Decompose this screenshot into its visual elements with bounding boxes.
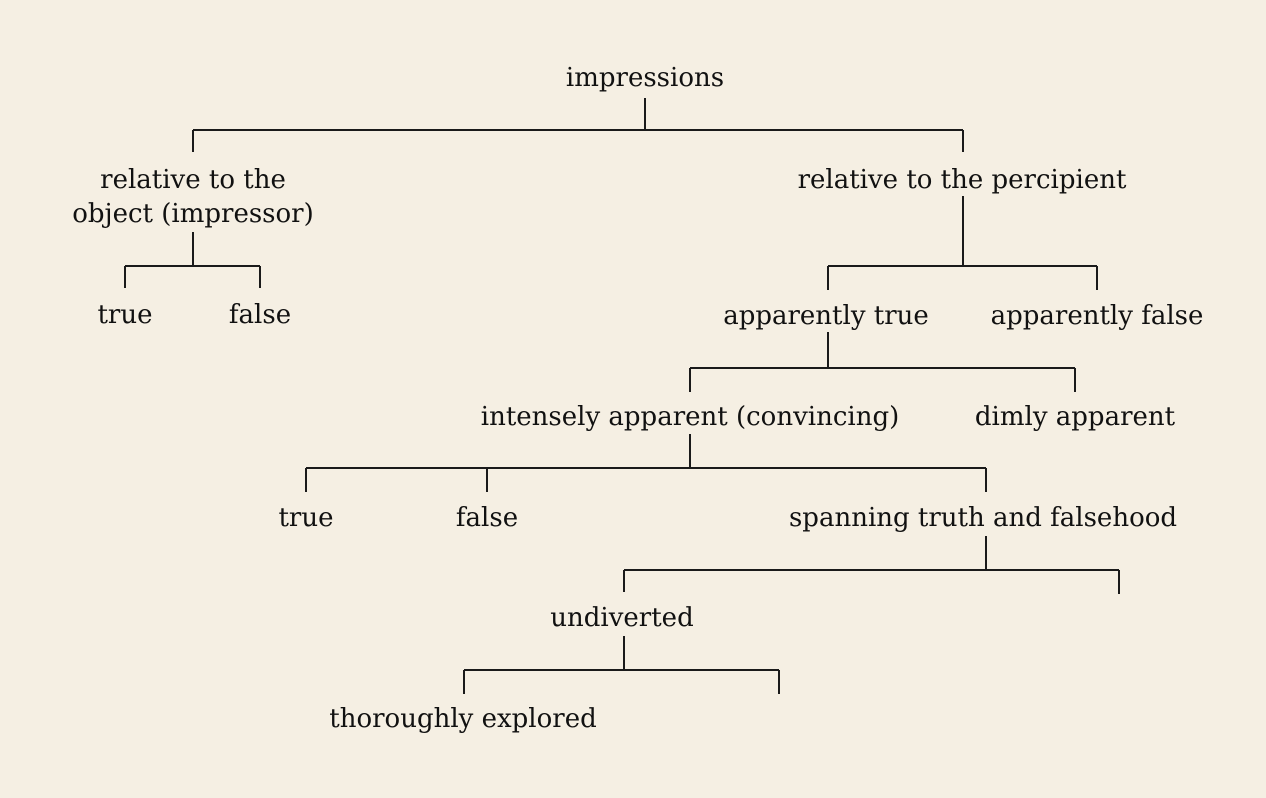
- node-intensely-apparent: intensely apparent (convincing): [481, 402, 899, 432]
- node-dimly-apparent: dimly apparent: [975, 402, 1176, 432]
- node-apparently-true: apparently true: [723, 301, 929, 331]
- node-relative-to-object-line2: object (impressor): [72, 199, 314, 229]
- node-thoroughly-explored: thoroughly explored: [329, 704, 596, 734]
- connector-impressions: [192, 98, 964, 152]
- node-apparently-false: apparently false: [991, 301, 1204, 331]
- node-object-true: true: [97, 300, 152, 330]
- node-relative-to-percipient: relative to the percipient: [798, 165, 1127, 195]
- connector-relative-to-percipient: [827, 196, 1098, 290]
- connector-spanning: [623, 536, 1120, 594]
- node-object-false: false: [229, 300, 291, 330]
- node-undiverted: undiverted: [550, 603, 693, 633]
- connector-undiverted: [463, 636, 780, 694]
- node-relative-to-object-line1: relative to the: [100, 165, 286, 195]
- connector-apparently-true: [689, 332, 1076, 392]
- node-intense-false: false: [456, 503, 518, 533]
- connector-relative-to-object: [124, 232, 261, 288]
- node-impressions: impressions: [566, 63, 724, 93]
- node-spanning-truth-and-falsehood: spanning truth and falsehood: [789, 503, 1177, 533]
- connector-intensely-apparent: [305, 434, 987, 492]
- node-intense-true: true: [278, 503, 333, 533]
